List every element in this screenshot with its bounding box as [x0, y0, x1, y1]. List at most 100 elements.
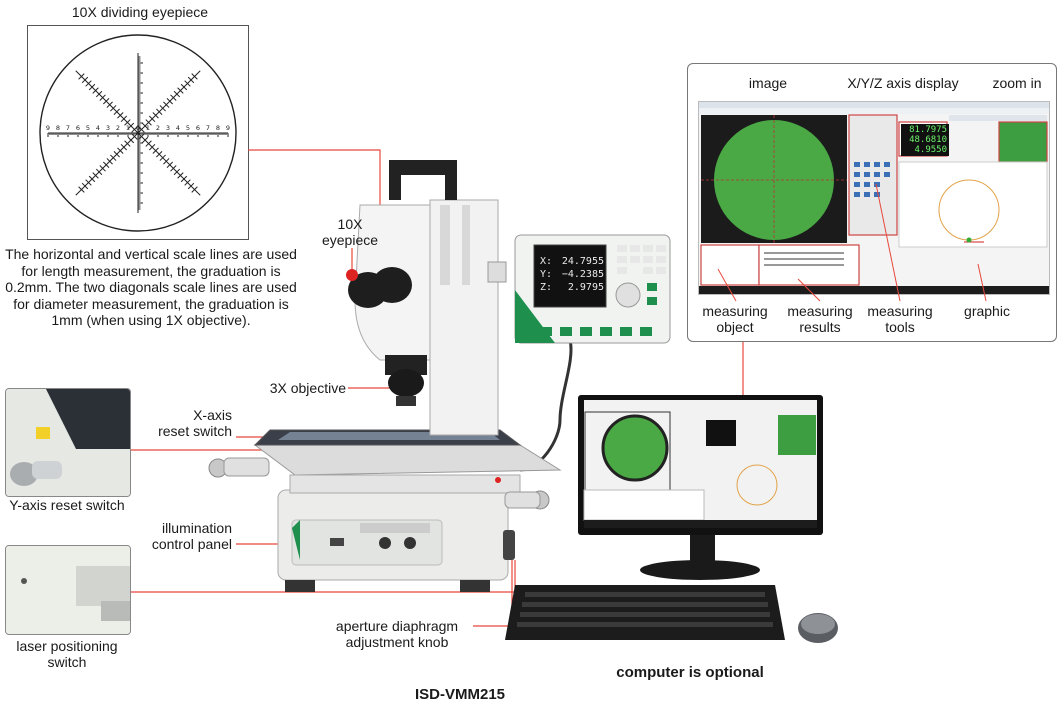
reticle-tick [173, 168, 181, 176]
reticle-scale-number: 2 [156, 124, 160, 132]
reticle-tick [120, 115, 128, 123]
reticle-tick [102, 161, 110, 169]
reticle-tick [152, 147, 159, 154]
reticle-tick [106, 101, 113, 108]
dro-readout: X: 24.7955 Y: −4.2385 Z: 2.9795 [540, 255, 604, 294]
reticle-tick [117, 112, 124, 119]
laser-switch-label: laser positioning switch [16, 638, 118, 670]
reticle-tick [187, 182, 195, 190]
y-axis-reset-label: Y-axis reset switch [9, 497, 125, 513]
reticle-tick [110, 105, 117, 112]
reticle-tick [75, 70, 201, 196]
screen-xyz-readout: 81.7975 48.6810 4.9550 [901, 124, 949, 156]
reticle-tick [166, 97, 174, 105]
reticle-tick [106, 158, 113, 165]
reticle-scale-number: 1 [126, 124, 130, 132]
reticle-tick [120, 143, 128, 151]
reticle-tick [184, 80, 191, 87]
reticle-tick [85, 179, 92, 186]
screen-z-value: 4.9550 [914, 145, 947, 155]
reticle-tick [141, 122, 149, 130]
reticle-scale-number: 3 [106, 124, 110, 132]
dro-y-label: Y: [540, 269, 553, 280]
reticle-tick [163, 101, 170, 108]
eyepiece-title: 10X dividing eyepiece [71, 4, 209, 20]
reticle-scale-number: 0 [136, 124, 140, 132]
reticle-scale-number: 5 [86, 124, 90, 132]
reticle-tick [92, 87, 99, 94]
reticle-tick [148, 115, 156, 123]
dro-z-label: Z: [540, 282, 553, 293]
model-label: ISD-VMM215 [414, 686, 506, 703]
reticle-tick [85, 80, 92, 87]
reticle-tick [187, 76, 195, 84]
reticle-tick [127, 136, 135, 144]
reticle-scale-number: 7 [206, 124, 210, 132]
reticle-scale-number: 5 [186, 124, 190, 132]
reticle-tick [78, 73, 85, 80]
reticle-tick [141, 136, 149, 144]
computer-optional-label: computer is optional [616, 664, 764, 681]
reticle-scale-number: 1 [146, 124, 150, 132]
reticle-tick [92, 172, 99, 179]
reticle-tick [156, 108, 163, 115]
reticle-tick [88, 83, 96, 91]
reticle-tick [81, 76, 89, 84]
reticle-tick [170, 165, 177, 172]
reticle-tick [127, 122, 135, 130]
reticle-tick [113, 108, 120, 115]
reticle-tick [166, 161, 174, 169]
reticle-tick [81, 182, 89, 190]
reticle-scale-number: 3 [166, 124, 170, 132]
reticle-tick [170, 94, 177, 101]
reticle-tick [113, 151, 120, 158]
reticle-tick [95, 90, 103, 98]
image-label: image [748, 75, 788, 91]
reticle-tick [124, 140, 131, 147]
reticle-tick [145, 119, 152, 126]
x-axis-reset-label: X-axis reset switch [158, 407, 232, 439]
reticle-tick [110, 154, 117, 161]
reticle-tick [148, 143, 156, 151]
screen-y-value: 48.6810 [909, 135, 947, 145]
reticle-tick [95, 168, 103, 176]
dro-x-value: 24.7955 [561, 256, 604, 267]
eyepiece-10x-label: 10X eyepiece [321, 216, 379, 248]
eyepiece-description: The horizontal and vertical scale lines … [5, 246, 297, 329]
reticle-tick [117, 147, 124, 154]
y-axis-reset-photo [5, 388, 131, 497]
reticle-scale-number: 6 [76, 124, 80, 132]
reticle-scale-number: 9 [226, 124, 230, 132]
xyz-display-label: X/Y/Z axis display [847, 75, 959, 91]
software-screenshot: 81.7975 48.6810 4.9550 [698, 101, 1050, 295]
reticle-scale-number: 9 [46, 124, 50, 132]
reticle-tick [184, 179, 191, 186]
objective-label: 3X objective [269, 380, 346, 396]
reticle-tick [156, 151, 163, 158]
reticle-tick [177, 87, 184, 94]
reticle-scale-number: 2 [116, 124, 120, 132]
reticle-scale-number: 8 [216, 124, 220, 132]
reticle-tick [131, 126, 138, 133]
reticle-tick [99, 94, 106, 101]
reticle-tick [177, 172, 184, 179]
reticle-tick [180, 175, 188, 183]
reticle-tick [159, 105, 166, 112]
reticle-tick [152, 112, 159, 119]
laser-switch-photo [5, 545, 131, 635]
reticle-tick [138, 133, 145, 140]
graphic-label: graphic [964, 303, 1010, 319]
screen-x-value: 81.7975 [909, 125, 947, 135]
reticle-tick [78, 186, 85, 193]
reticle-tick [124, 119, 131, 126]
reticle-tick [99, 165, 106, 172]
zoom-in-label: zoom in [992, 75, 1042, 91]
software-panel: image X/Y/Z axis display zoom in [687, 63, 1057, 342]
aperture-knob-label: aperture diaphragm adjustment knob [335, 618, 459, 650]
measuring-results-label: measuring results [787, 303, 853, 335]
reticle-tick [102, 97, 110, 105]
reticle-tick [138, 126, 145, 133]
